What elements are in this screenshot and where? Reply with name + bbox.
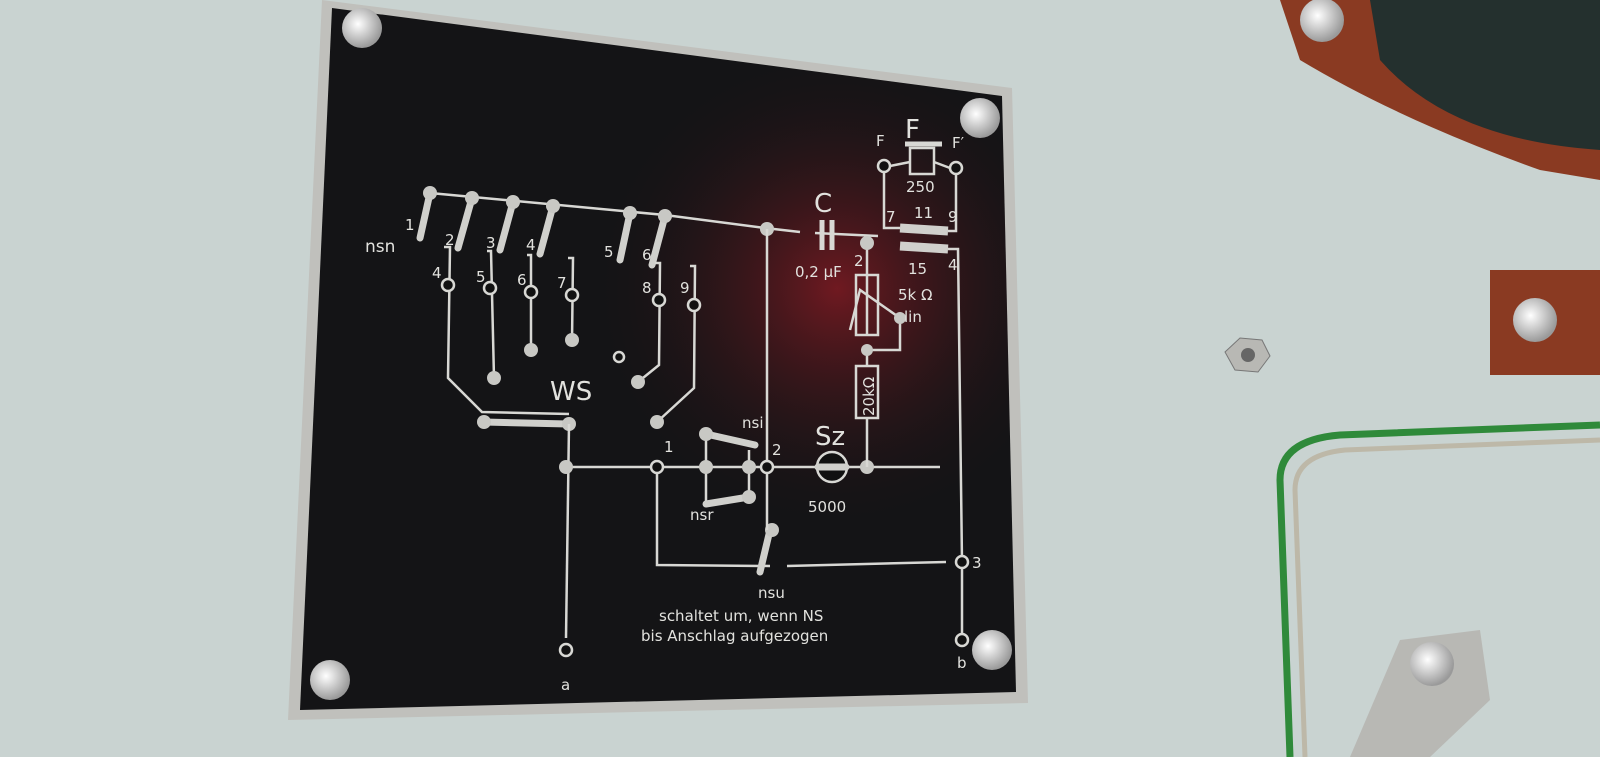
lamp-value: 5000 [808, 498, 846, 516]
grey-wire [1292, 437, 1600, 757]
fuse-pin: 11 [914, 204, 933, 222]
terminal-a-label: a [561, 676, 570, 694]
capacitor-value: 0,2 μF [795, 263, 842, 281]
note-line-1: schaltet um, wenn NS [659, 607, 823, 625]
switch-number: 2 [445, 231, 455, 249]
fuse-terminal-right: F′ [952, 134, 965, 152]
dark-housing [1370, 0, 1600, 150]
screw-icon [1300, 0, 1344, 42]
fuse-pin: 7 [886, 208, 896, 226]
resistor-value: 20kΩ [860, 377, 878, 416]
corner-screw-icon [972, 630, 1012, 670]
corner-screw-icon [342, 8, 382, 48]
contact-number: 6 [517, 271, 527, 289]
fuse-value: 250 [906, 178, 935, 196]
terminal-3-label: 3 [972, 554, 982, 572]
terminal-a [558, 642, 574, 658]
node-2-label: 2 [772, 441, 782, 459]
fuse-terminal-left: F [876, 132, 885, 150]
wiring [416, 141, 970, 658]
switch-number: 6 [642, 246, 652, 264]
switch-number: 3 [486, 234, 496, 252]
contact-number: 7 [557, 274, 567, 292]
contact-number: 5 [476, 268, 486, 286]
terminal-b [954, 632, 970, 648]
node-2-top-label: 2 [854, 252, 864, 270]
contact-number: 9 [680, 279, 690, 297]
corner-screw-icon [310, 660, 350, 700]
nsr-label: nsr [690, 506, 714, 524]
fuse-lower-pin: 4 [948, 256, 958, 274]
fuse-label: F [905, 115, 920, 145]
fuse-pin: 9 [948, 208, 958, 226]
screw-icon [1513, 298, 1557, 342]
contact-number: 8 [642, 279, 652, 297]
switch-number: 1 [405, 216, 415, 234]
lamp-label: Sz [815, 422, 845, 452]
terminal-b-label: b [957, 654, 967, 672]
corner-screw-icon [960, 98, 1000, 138]
contact-number: 4 [432, 264, 442, 282]
switch-number: 4 [526, 236, 536, 254]
node-1-label: 1 [664, 438, 674, 456]
fuse-lower-pin: 15 [908, 260, 927, 278]
green-wire [1276, 421, 1600, 757]
nsu-label: nsu [758, 584, 785, 602]
switch-number: 5 [604, 243, 614, 261]
fuse-symbol [908, 146, 936, 176]
screw-icon [1410, 642, 1454, 686]
potentiometer-taper: lin [904, 308, 922, 326]
capacitor-label: C [814, 189, 832, 219]
bracket [1350, 630, 1490, 757]
potentiometer-value: 5k Ω [898, 286, 932, 304]
note-line-2: bis Anschlag aufgezogen [641, 627, 828, 645]
ws-label: WS [550, 377, 592, 407]
nsi-label: nsi [742, 414, 764, 432]
nsn-label: nsn [365, 237, 395, 257]
